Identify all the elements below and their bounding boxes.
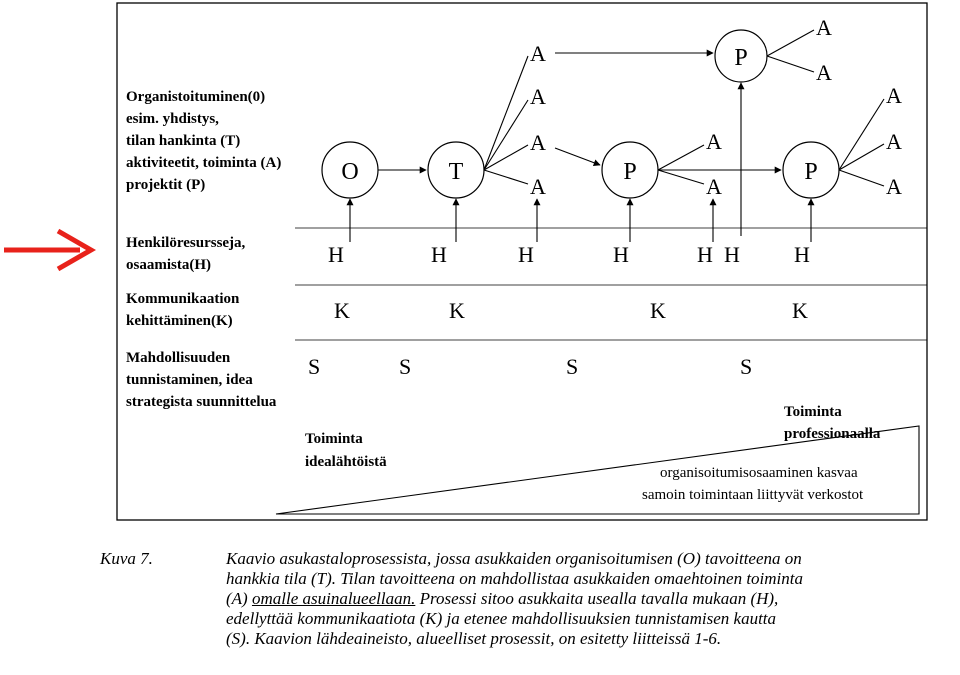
svg-text:P: P xyxy=(623,159,636,185)
caption-line: edellyttää kommunikaatiota (K) ja etenee… xyxy=(226,609,777,628)
growth-wedge xyxy=(275,425,920,515)
row-label-communication: Kommunikaation kehittäminen(K) xyxy=(126,291,243,329)
flow-arrows xyxy=(378,49,782,174)
svg-text:A: A xyxy=(816,60,832,85)
svg-text:S: S xyxy=(399,354,411,379)
svg-text:H: H xyxy=(613,242,629,267)
svg-text:A: A xyxy=(886,129,902,154)
svg-text:H: H xyxy=(518,242,534,267)
branch-lines xyxy=(483,29,885,187)
svg-text:K: K xyxy=(334,298,350,323)
svg-text:S: S xyxy=(566,354,578,379)
node-p2: P xyxy=(714,29,768,83)
wedge-left-label: Toiminta idealähtöistä xyxy=(305,431,387,470)
svg-text:H: H xyxy=(431,242,447,267)
svg-text:K: K xyxy=(449,298,465,323)
svg-text:P: P xyxy=(804,159,817,185)
pointer-arrow-icon xyxy=(4,228,97,272)
svg-text:H: H xyxy=(328,242,344,267)
node-o: O xyxy=(321,141,379,199)
process-diagram: Organistoituminen(0) esim. yhdistys, til… xyxy=(4,2,928,521)
svg-text:S: S xyxy=(308,354,320,379)
svg-text:O: O xyxy=(341,159,358,185)
svg-text:A: A xyxy=(706,174,722,199)
node-p3: P xyxy=(782,141,840,199)
svg-text:A: A xyxy=(886,83,902,108)
svg-text:H: H xyxy=(697,242,713,267)
svg-text:A: A xyxy=(530,174,546,199)
h-letters: H H H H H H H xyxy=(328,242,810,267)
caption-underlined: omalle asuinalueellaan. xyxy=(251,589,416,608)
caption-line: Kaavio asukastaloprosessista, jossa asuk… xyxy=(226,549,802,568)
svg-text:S: S xyxy=(740,354,752,379)
svg-text:A: A xyxy=(530,84,546,109)
svg-text:P: P xyxy=(734,45,747,71)
svg-text:A: A xyxy=(706,129,722,154)
k-letters: K K K K xyxy=(334,298,808,323)
svg-text:H: H xyxy=(724,242,740,267)
wedge-note: organisoitumisosaaminen kasvaa samoin to… xyxy=(642,465,864,503)
svg-text:A: A xyxy=(886,174,902,199)
wedge-right-label: Toiminta professionaalla xyxy=(784,404,881,442)
diagram-frame xyxy=(116,2,928,521)
svg-text:A: A xyxy=(530,41,546,66)
row-label-organization: Organistoituminen(0) esim. yhdistys, til… xyxy=(126,89,285,193)
caption-line: (A) omalle asuinalueellaan. Prosessi sit… xyxy=(226,589,779,608)
svg-text:A: A xyxy=(816,15,832,40)
row-label-opportunity: Mahdollisuuden tunnistaminen, idea strat… xyxy=(126,350,277,410)
svg-text:T: T xyxy=(449,159,464,185)
caption-text: Kaavio asukastaloprosessista, jossa asuk… xyxy=(226,549,958,649)
svg-text:K: K xyxy=(650,298,666,323)
node-p1: P xyxy=(601,141,659,199)
caption-line: hankkia tila (T). Tilan tavoitteena on m… xyxy=(226,569,803,588)
caption-line: (S). Kaavion lähdeaineisto, alueelliset … xyxy=(226,629,722,648)
svg-text:H: H xyxy=(794,242,810,267)
h-up-arrows xyxy=(346,82,815,242)
activity-letters: A A A A A A A A A A A xyxy=(530,15,902,199)
row-label-human-resources: Henkilöresursseja, osaamista(H) xyxy=(126,235,249,273)
caption-label: Kuva 7. xyxy=(100,549,153,568)
svg-text:A: A xyxy=(530,130,546,155)
svg-text:K: K xyxy=(792,298,808,323)
s-letters: S S S S xyxy=(308,354,752,379)
node-t: T xyxy=(427,141,485,199)
